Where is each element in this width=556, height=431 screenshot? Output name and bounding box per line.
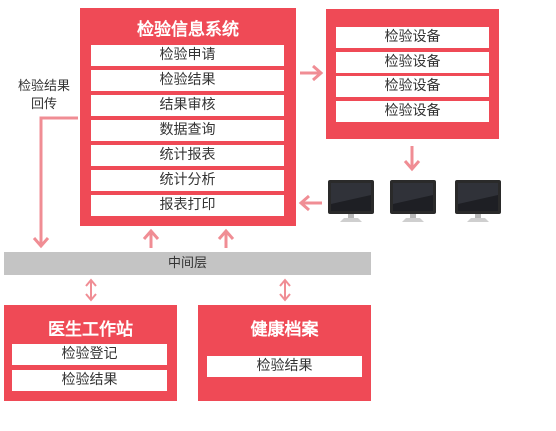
lis-item-query[interactable]: 数据查询 — [91, 120, 284, 141]
lis-item-review[interactable]: 结果审核 — [91, 95, 284, 116]
arrow-result-return — [32, 116, 78, 249]
doctor-station-box: 医生工作站 检验登记 检验结果 — [4, 305, 177, 401]
middleware-label: 中间层 — [167, 256, 207, 271]
lis-item-analysis[interactable]: 统计分析 — [91, 170, 284, 191]
lis-system-box: 检验信息系统 检验申请 检验结果 结果审核 数据查询 统计报表 统计分析 报表打… — [80, 8, 296, 226]
arrow-middleware-up-2 — [217, 228, 235, 248]
doctor-station-title: 医生工作站 — [48, 320, 133, 340]
health-record-box: 健康档案 检验结果 — [198, 305, 371, 401]
device-item[interactable]: 检验设备 — [336, 101, 489, 122]
device-item[interactable]: 检验设备 — [336, 27, 489, 48]
arrow-bidir-health — [279, 278, 291, 302]
device-item[interactable]: 检验设备 — [336, 76, 489, 97]
monitor-icon — [455, 180, 501, 222]
result-return-label: 检验结果 回传 — [8, 78, 80, 114]
result-return-label-line1: 检验结果 — [17, 79, 70, 94]
arrow-bidir-doctor — [85, 278, 97, 302]
arrow-to-monitors — [403, 146, 421, 172]
health-record-title: 健康档案 — [250, 320, 319, 340]
lis-item-print[interactable]: 报表打印 — [91, 195, 284, 216]
devices-box: 检验设备 检验设备 检验设备 检验设备 — [326, 9, 499, 139]
device-item[interactable]: 检验设备 — [336, 52, 489, 73]
arrow-to-devices — [300, 64, 324, 82]
lis-item-report[interactable]: 统计报表 — [91, 145, 284, 166]
doctor-item-register[interactable]: 检验登记 — [12, 344, 167, 365]
doctor-item-result[interactable]: 检验结果 — [12, 370, 167, 391]
lis-item-apply[interactable]: 检验申请 — [91, 45, 284, 66]
monitor-icon — [328, 180, 374, 222]
lis-item-result[interactable]: 检验结果 — [91, 70, 284, 91]
health-item-result[interactable]: 检验结果 — [207, 356, 362, 377]
monitor-icon — [390, 180, 436, 222]
lis-system-title: 检验信息系统 — [137, 20, 239, 40]
middleware-bar: 中间层 — [4, 252, 371, 275]
arrow-middleware-up-1 — [142, 228, 160, 248]
result-return-label-line2: 回传 — [30, 97, 57, 112]
arrow-from-monitors — [298, 194, 322, 212]
